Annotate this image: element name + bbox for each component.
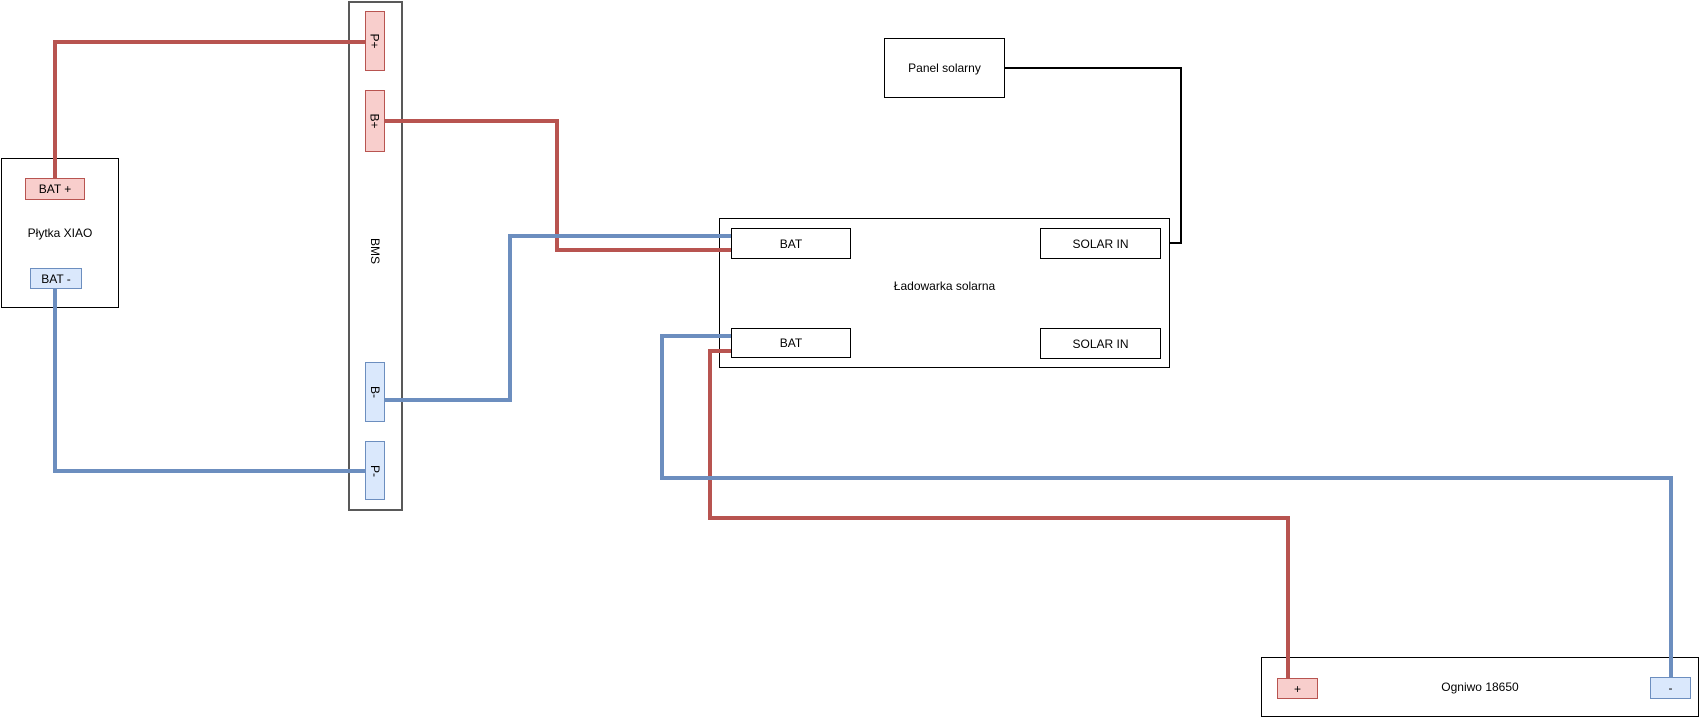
- bms-terminal-b-minus: B-: [365, 362, 385, 422]
- bms-label-wrap: BMS: [345, 236, 406, 266]
- solar-panel-box: Panel solarny: [884, 38, 1005, 98]
- charger-solar-in-top-label: SOLAR IN: [1072, 236, 1129, 251]
- cell-18650-label: Ogniwo 18650: [1441, 680, 1519, 694]
- wire-xiao-batminus-to-bms-pminus: [53, 289, 365, 473]
- charger-bat-bottom-label: BAT: [779, 336, 803, 350]
- cell-plus-label: +: [1293, 681, 1301, 696]
- solar-charger-label: Ładowarka solarna: [893, 278, 996, 293]
- cell-18650-box: Ogniwo 18650: [1261, 657, 1699, 717]
- xiao-bat-plus-terminal: BAT +: [25, 178, 85, 200]
- cell-plus-terminal: +: [1277, 678, 1318, 699]
- charger-bat-bottom-terminal: BAT: [731, 328, 851, 358]
- cell-minus-label: -: [1668, 681, 1673, 695]
- wire-panel-to-charger: [1005, 67, 1182, 244]
- bms-terminal-p-minus: P-: [365, 441, 385, 500]
- bms-label: BMS: [368, 237, 383, 265]
- charger-solar-in-bottom-terminal: SOLAR IN: [1040, 328, 1161, 359]
- bms-terminal-p-plus-label: P+: [367, 33, 382, 49]
- wire-bms-bminus-to-charger-bat-top: [385, 234, 731, 402]
- cell-minus-terminal: -: [1650, 677, 1691, 699]
- bms-terminal-p-plus: P+: [365, 11, 385, 71]
- wire-charger-bat-bottom-to-cell-plus: [708, 349, 1290, 678]
- solar-charger-label-wrap: Ładowarka solarna: [719, 277, 1170, 294]
- charger-solar-in-top-terminal: SOLAR IN: [1040, 228, 1161, 259]
- xiao-bat-minus-label: BAT -: [41, 271, 71, 286]
- solar-panel-label: Panel solarny: [908, 61, 981, 75]
- xiao-board-label: Płytka XIAO: [27, 226, 93, 240]
- bms-terminal-b-plus-label: B+: [367, 113, 382, 129]
- wire-bms-bplus-to-charger-bat-top: [385, 119, 731, 252]
- charger-bat-top-label: BAT: [779, 236, 803, 251]
- xiao-bat-plus-label: BAT +: [38, 182, 72, 196]
- wire-charger-bat-bottom-to-cell-minus: [660, 334, 1673, 677]
- bms-terminal-b-minus-label: B-: [368, 386, 382, 398]
- charger-solar-in-bottom-label: SOLAR IN: [1072, 336, 1129, 351]
- charger-bat-top-terminal: BAT: [731, 228, 851, 259]
- bms-terminal-p-minus-label: P-: [368, 464, 382, 477]
- xiao-bat-minus-terminal: BAT -: [30, 268, 82, 289]
- bms-terminal-b-plus: B+: [365, 90, 385, 152]
